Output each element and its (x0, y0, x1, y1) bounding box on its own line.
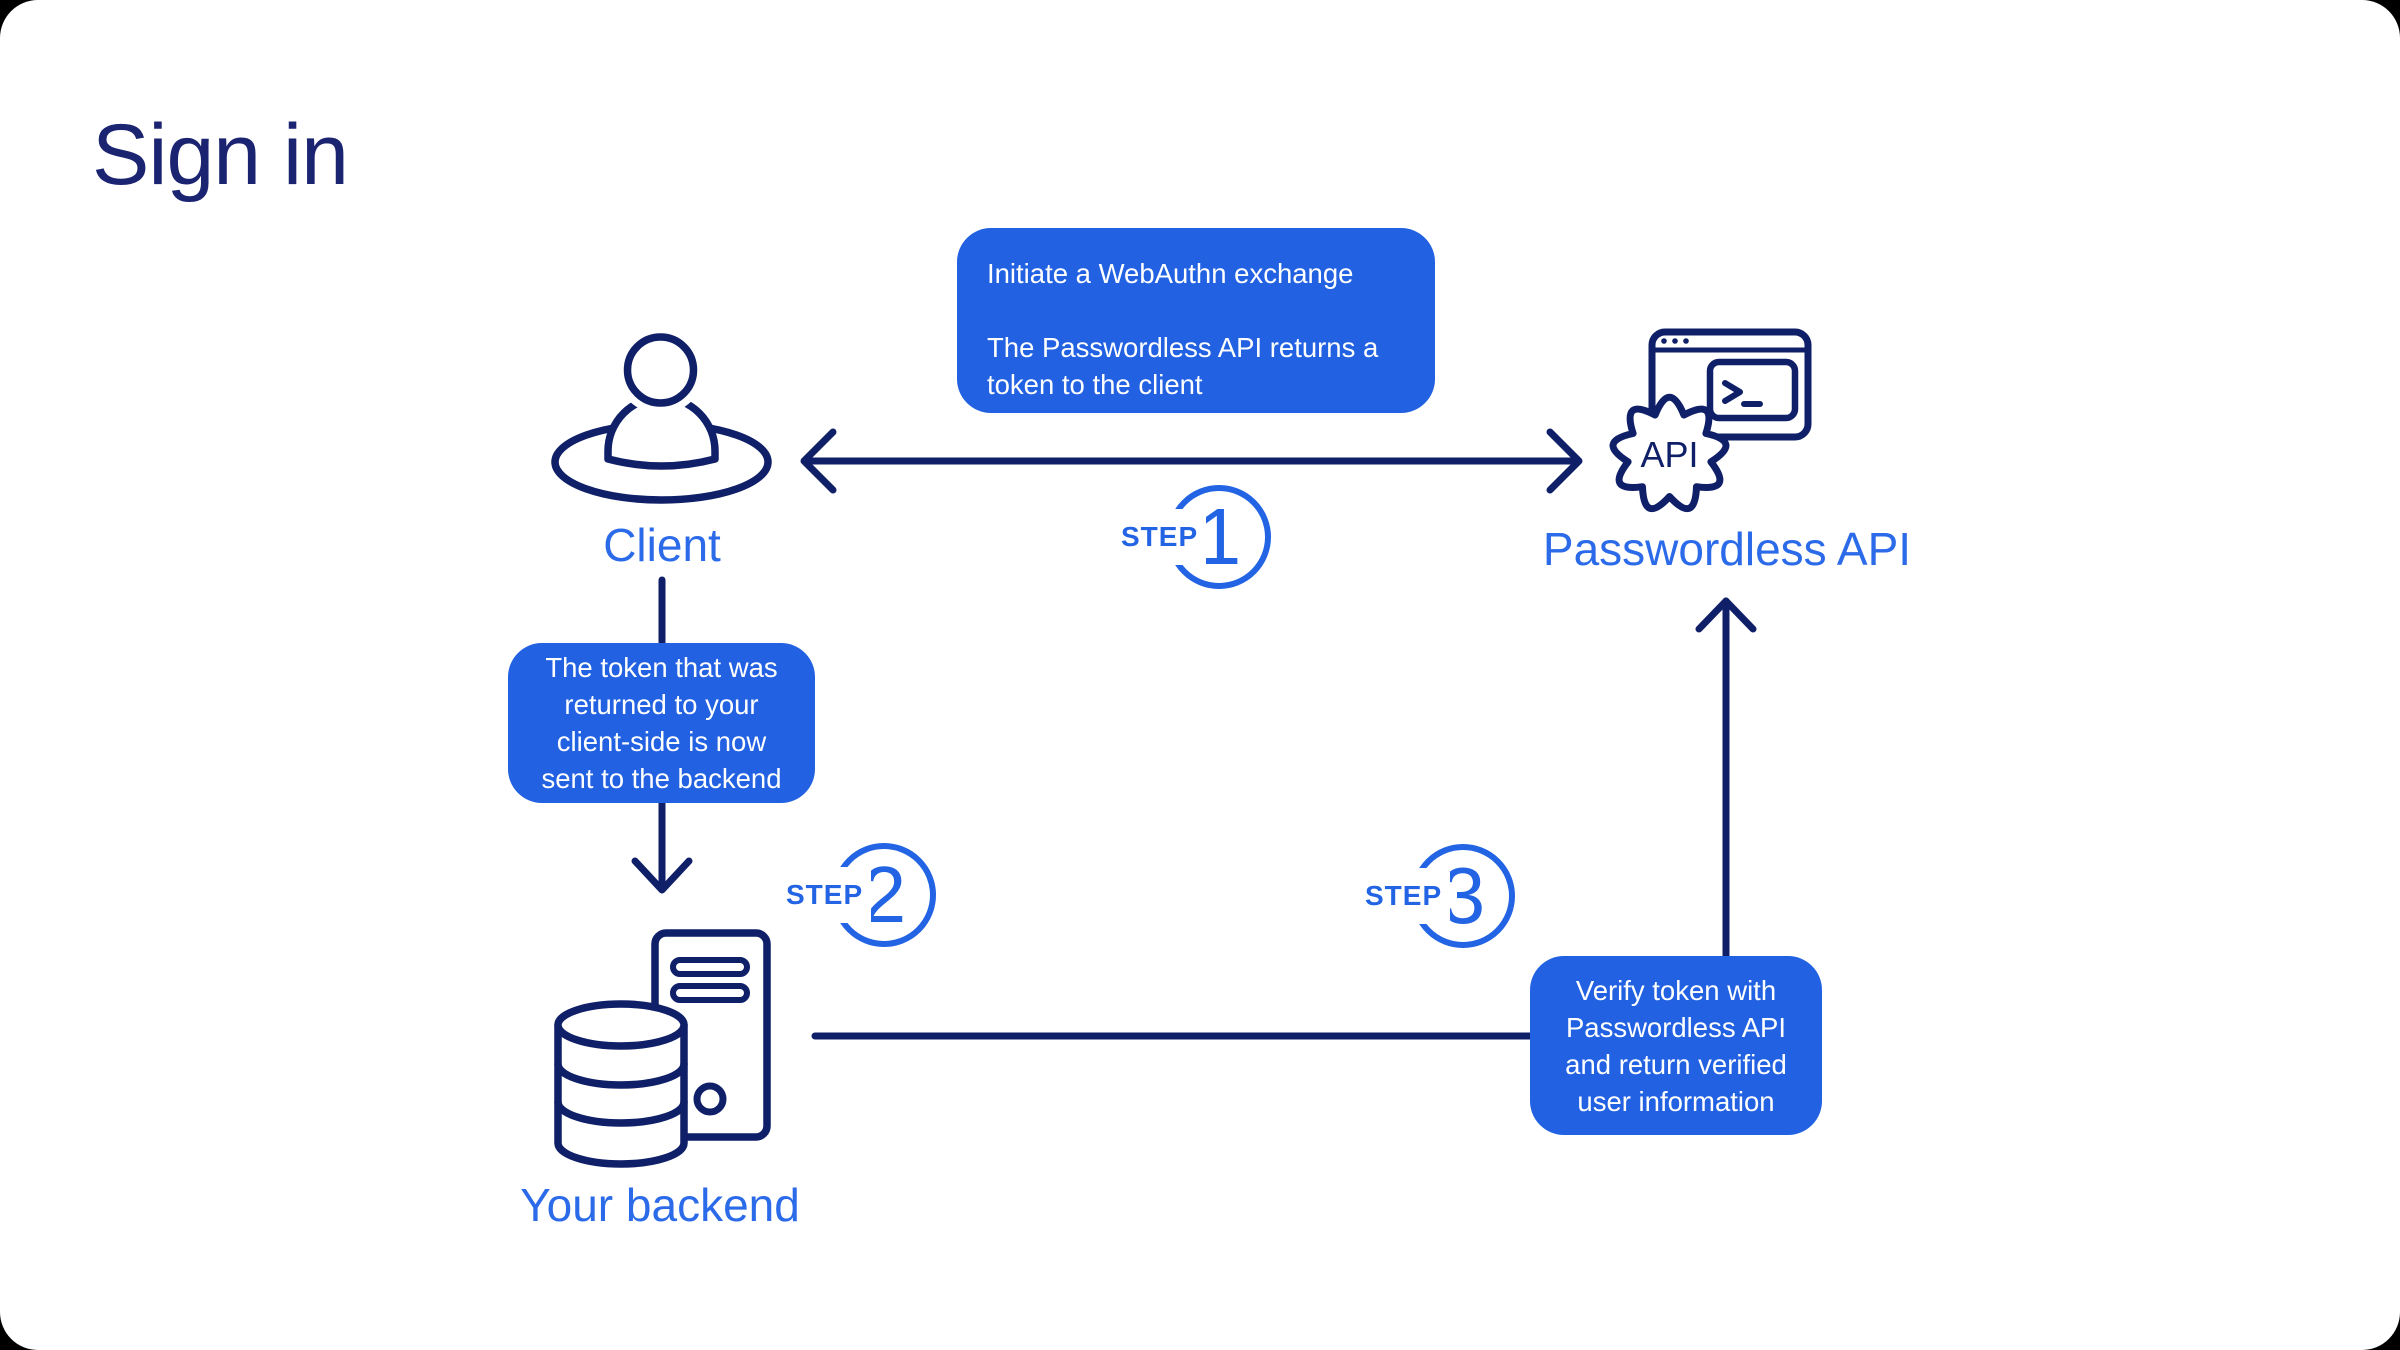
page-title: Sign in (92, 106, 349, 203)
database-ring (554, 1060, 688, 1089)
terminal-prompt-icon (1722, 380, 1763, 407)
database-top (554, 1000, 688, 1050)
gear-shape (1609, 393, 1730, 512)
api-gear-browser-icon: API (1609, 328, 1812, 512)
callout-step1: Initiate a WebAuthn exchange The Passwor… (957, 228, 1435, 413)
server-slot (670, 983, 750, 1003)
callout-step1-line2: The Passwordless API returns a token to … (987, 332, 1379, 400)
arrowhead-left-icon (800, 428, 837, 494)
callout-step2-text: The token that was returned to your clie… (541, 652, 782, 794)
node-label-client: Client (603, 519, 721, 571)
database-body (554, 1021, 688, 1168)
callout-step3: Verify token with Passwordless API and r… (1530, 956, 1822, 1135)
person-icon (551, 332, 772, 504)
step-label: STEP (778, 867, 872, 923)
gear-api-text: API (1640, 434, 1698, 475)
callout-step1-line1: Initiate a WebAuthn exchange (987, 258, 1354, 289)
step-label: STEP (1113, 509, 1207, 565)
database-body-fill (558, 1025, 684, 1164)
callout-step3-text: Verify token with Passwordless API and r… (1565, 974, 1787, 1117)
browser-dot-icon (1683, 338, 1689, 344)
step-label: STEP (1357, 868, 1451, 924)
server-slot (670, 957, 750, 977)
arrowhead-right-icon (1546, 428, 1583, 494)
node-label-backend: Your backend (520, 1179, 800, 1231)
server-power-button (693, 1082, 727, 1116)
server-database-icon (554, 929, 771, 1168)
database-ring (554, 1098, 688, 1127)
person-head (623, 333, 698, 407)
callout-step2: The token that was returned to your clie… (508, 643, 815, 803)
browser-dot-icon (1661, 338, 1667, 344)
terminal-panel (1706, 358, 1799, 422)
browser-dot-icon (1672, 338, 1678, 344)
arrowhead-up-icon (1695, 597, 1757, 633)
arrowhead-down-icon (631, 857, 693, 894)
person-shoulders (604, 393, 719, 470)
node-label-api: Passwordless API (1542, 523, 1912, 575)
